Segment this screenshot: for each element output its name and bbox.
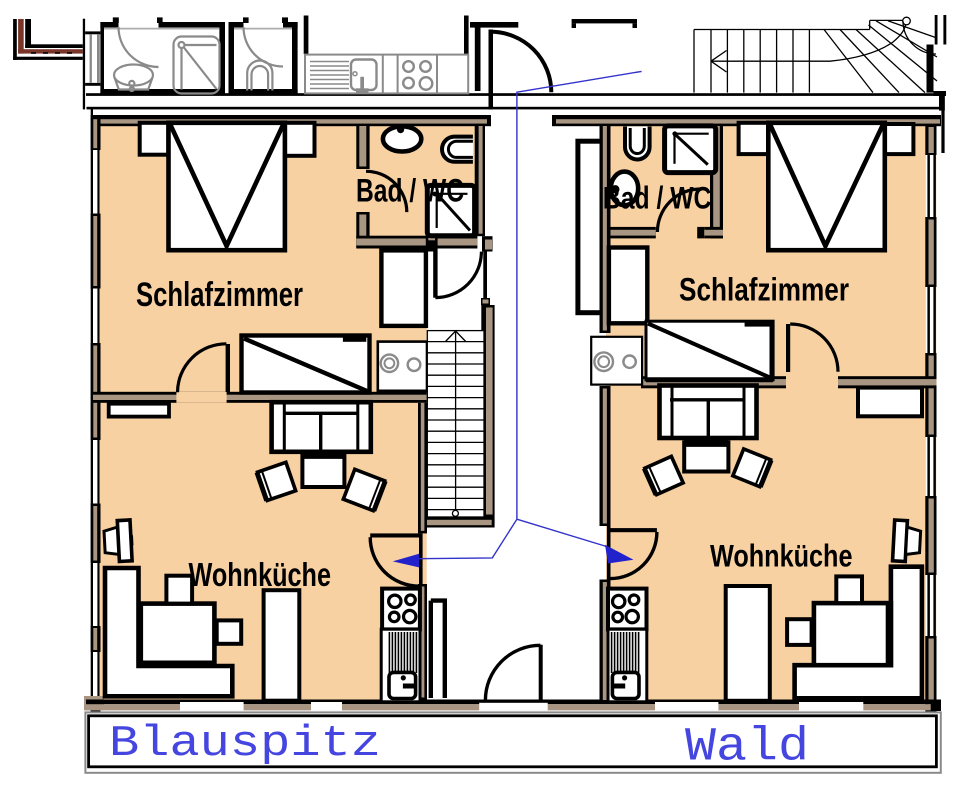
svg-text:Schlafzimmer: Schlafzimmer [679, 272, 849, 308]
svg-text:Bad / WC: Bad / WC [356, 173, 464, 209]
svg-text:Wohnküche: Wohnküche [710, 537, 853, 573]
svg-text:Schlafzimmer: Schlafzimmer [136, 276, 303, 314]
svg-text:Blauspitz: Blauspitz [109, 719, 381, 769]
svg-text:Wald: Wald [685, 722, 809, 775]
svg-text:Wohnküche: Wohnküche [189, 556, 332, 594]
svg-text:Bad / WC: Bad / WC [603, 180, 712, 216]
